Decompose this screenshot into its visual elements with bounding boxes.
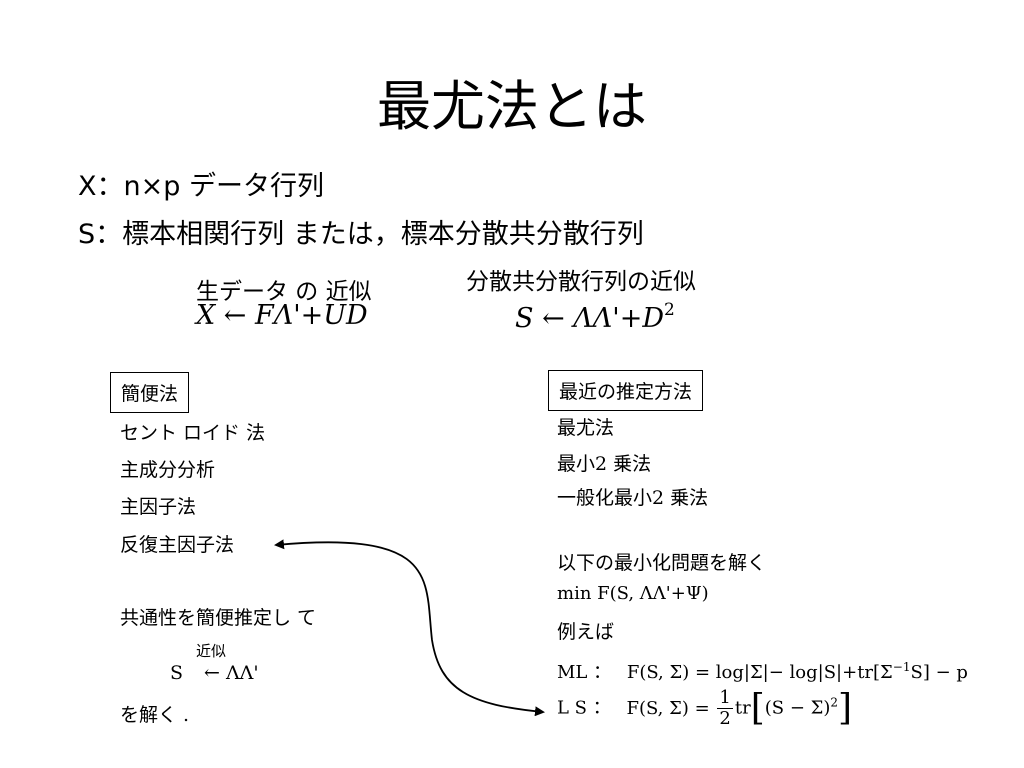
example-label: 例えば <box>557 621 615 643</box>
ml-line: ML ： F(S, Σ) = log|Σ|− log|S|+tr[Σ−1S] −… <box>557 658 968 684</box>
cov-approx-formula: S ← ΛΛ'+D2 <box>515 300 675 334</box>
relation-rhs: ← ΛΛ' <box>204 662 259 684</box>
ls-inner: (S − Σ) <box>764 697 831 719</box>
approx-label: 近似 <box>196 642 227 660</box>
ls-tr: tr <box>734 697 751 719</box>
bullet-data-matrix: X：n×p データ行列 <box>78 171 324 202</box>
page-title: 最尤法とは <box>377 75 647 138</box>
bullet-sample-matrix: S：標本相関行列 または，標本分散共分散行列 <box>78 219 644 250</box>
list-item: 一般化最小2 乗法 <box>557 487 709 509</box>
ls-label: L S ： <box>557 697 611 719</box>
cov-approx-exponent: 2 <box>663 300 675 320</box>
cov-approx-formula-body: S ← ΛΛ'+D <box>515 303 664 334</box>
ml-label: ML ： <box>557 662 612 683</box>
closing-text: を解く . <box>120 704 190 726</box>
list-item: セント ロイド 法 <box>120 422 266 444</box>
ls-right-bracket: ] <box>838 687 853 729</box>
ml-formula: F(S, Σ) = log|Σ|− log|S|+tr[Σ <box>626 662 893 683</box>
list-item: 主因子法 <box>120 496 197 518</box>
data-approx-caption: 生データ の 近似 <box>196 279 372 305</box>
list-item: 反復主因子法 <box>120 534 235 556</box>
ls-frac-num: 1 <box>717 687 733 709</box>
simple-method-heading: 簡便法 <box>110 372 190 413</box>
data-approx-formula: X ← FΛ'+UD <box>196 300 368 331</box>
communality-note: 共通性を簡便推定し て <box>120 607 317 629</box>
list-item: 主成分分析 <box>120 459 216 481</box>
ls-formula-head: F(S, Σ) = <box>626 697 710 719</box>
problem-intro: 以下の最小化問題を解く <box>557 552 767 574</box>
objective-formula: min F(S, ΛΛ'+Ψ) <box>557 583 709 604</box>
connector-arrow-path <box>274 539 545 717</box>
cov-approx-caption: 分散共分散行列の近似 <box>466 269 696 295</box>
list-item: 最尤法 <box>557 417 615 439</box>
ml-exponent: −1 <box>892 660 911 674</box>
ls-frac-den: 2 <box>719 708 731 729</box>
list-item: 最小2 乗法 <box>557 453 652 475</box>
ls-exponent: 2 <box>830 695 839 710</box>
relation-lhs: S <box>170 662 184 684</box>
ls-left-bracket: [ <box>750 687 765 729</box>
recent-method-heading: 最近の推定方法 <box>548 370 704 411</box>
ml-tail: S] − p <box>910 662 968 683</box>
